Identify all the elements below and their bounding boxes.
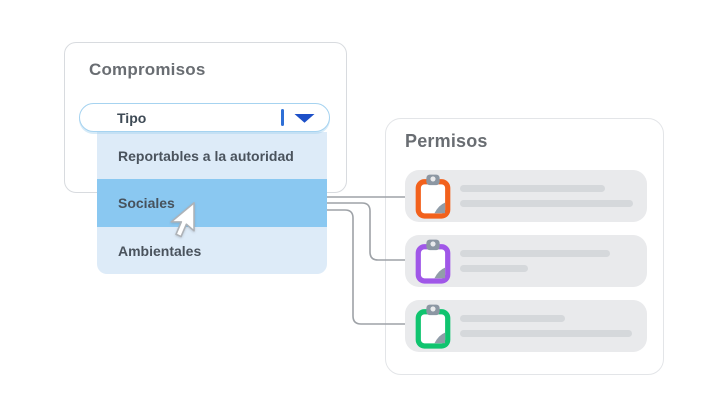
placeholder-line [460,330,632,337]
dropdown-option-reportables[interactable]: Reportables a la autoridad [97,132,327,179]
clipboard-icon [415,304,451,349]
placeholder-text-lines [460,315,632,337]
option-label: Sociales [118,195,175,211]
placeholder-line [460,250,610,257]
tipo-dropdown-list: Reportables a la autoridad Sociales Ambi… [97,132,327,274]
permiso-item-3[interactable] [405,300,647,352]
tipo-dropdown-trigger[interactable]: Tipo [79,103,330,132]
compromisos-title: Compromisos [89,60,206,79]
chevron-down-icon[interactable] [293,113,316,124]
dropdown-option-ambientales[interactable]: Ambientales [97,227,327,274]
placeholder-text-lines [460,185,633,207]
clipboard-icon [415,174,451,219]
tipo-dropdown-label: Tipo [117,109,147,126]
option-label: Ambientales [118,242,202,259]
permisos-card: Permisos [385,118,664,375]
placeholder-line [460,315,565,322]
clipboard-icon [415,239,451,284]
dropdown-option-sociales[interactable]: Sociales [97,179,327,227]
placeholder-text-lines [460,250,610,272]
dropdown-divider [281,109,284,126]
permiso-item-2[interactable] [405,235,647,287]
placeholder-line [460,200,633,207]
option-label: Reportables a la autoridad [118,147,294,164]
placeholder-line [460,265,528,272]
permisos-title: Permisos [405,131,488,151]
placeholder-line [460,185,605,192]
permiso-item-1[interactable] [405,170,647,222]
